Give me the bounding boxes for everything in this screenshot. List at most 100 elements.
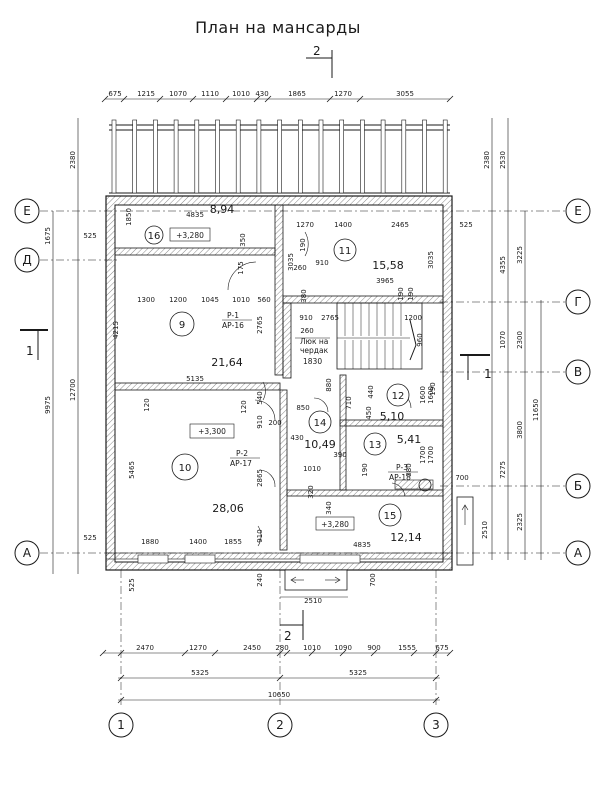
hatch-label-size: 1830 <box>303 357 322 366</box>
room-12-area: 5,10 <box>380 410 405 423</box>
axis-left-D: Д <box>22 253 31 267</box>
right-dimensions: 2380 2530 4355 1070 7275 2325 3225 2300 … <box>427 118 542 560</box>
dim-inner-960: 960 <box>416 333 424 346</box>
room-15-number: 15 <box>384 511 397 522</box>
roof-beams <box>109 119 450 194</box>
dim-inner-3965: 3965 <box>376 277 394 285</box>
dim-top-6: 430 <box>255 90 268 98</box>
dim-left-5465: 5465 <box>128 461 136 479</box>
beam <box>111 119 117 194</box>
axis-lines <box>40 210 565 705</box>
tick <box>276 674 284 682</box>
dim-inner-1600: 1600 <box>419 386 427 404</box>
dim-inner-880: 880 <box>325 378 333 391</box>
axis-right-G: Г <box>574 295 581 309</box>
tick <box>253 95 261 103</box>
dim-inner-700b: 700 <box>369 573 377 586</box>
dim-inner-710: 710 <box>345 396 353 409</box>
section-mark-left: 1 <box>20 329 48 360</box>
dim-inner-320: 320 <box>307 485 315 498</box>
dim-inner-1010: 1010 <box>232 296 250 304</box>
dim-inner-380: 380 <box>300 289 308 302</box>
axis-col-1: 1 <box>117 718 125 732</box>
dim-bottom-7: 900 <box>367 644 380 652</box>
room-11-area: 15,58 <box>372 259 404 272</box>
dim-left-4215: 4215 <box>112 321 120 339</box>
dim-left-525a: 525 <box>83 232 96 240</box>
axis-col-3: 3 <box>432 718 440 732</box>
staircase <box>336 302 423 370</box>
tick <box>264 95 272 103</box>
room-9-number: 9 <box>179 320 185 331</box>
axis-right-A: А <box>574 546 583 560</box>
rooms: 16 8,94 +3,280 11 15,58 9 21,64 12 5,10 … <box>144 203 422 544</box>
beam <box>318 119 324 194</box>
room-15-area: 12,14 <box>390 531 422 544</box>
section-mark-bottom-label: 2 <box>284 629 292 643</box>
dim-inner-910b: 910 <box>299 314 312 322</box>
beam <box>215 119 220 194</box>
dim-right-2300: 2300 <box>516 331 524 349</box>
tick <box>432 674 440 682</box>
beam <box>339 119 345 194</box>
dim-bottom-4: 280 <box>275 644 288 652</box>
section-mark-right: 1 <box>460 354 492 381</box>
dim-bottom-6: 1090 <box>334 644 352 652</box>
section-mark-bottom: 2 <box>280 610 304 643</box>
axis-left-A: А <box>23 546 32 560</box>
dim-inner-910d: 910 <box>256 529 264 542</box>
dim-inner-190c: 190 <box>429 382 437 395</box>
left-dimensions: 2380 1675 12700 9975 4215 5465 525 525 5… <box>44 118 136 592</box>
dim-left-12700: 12700 <box>69 379 77 401</box>
room-16-number: 16 <box>148 231 161 242</box>
dim-right-11650: 11650 <box>532 399 540 421</box>
hatch-label-2: чердак <box>300 346 329 355</box>
room-14-area: 10,49 <box>304 438 336 451</box>
door-mark-p2: Р-2 <box>236 449 248 458</box>
dim-bottom-8: 1555 <box>398 644 416 652</box>
dim-inner-190b: 190 <box>407 287 415 300</box>
dim-inner-2510: 2510 <box>304 597 322 605</box>
dim-inner-350: 350 <box>239 233 247 246</box>
dim-inner-850: 850 <box>296 404 309 412</box>
door-mark-p1-sub: АР-16 <box>222 321 244 330</box>
dim-inner-260b: 260 <box>300 327 313 335</box>
dim-inner-1200b: 1200 <box>404 314 422 322</box>
dim-top-7: 1865 <box>288 90 306 98</box>
dim-inner-430: 430 <box>290 434 303 442</box>
dim-top-5: 1010 <box>232 90 250 98</box>
inner-dimensions: 4835 1270 1400 2465 525 1850 350 175 910… <box>125 208 473 605</box>
room-16-level: +3,280 <box>176 231 204 240</box>
tick <box>156 95 164 103</box>
dim-right-2510: 2510 <box>481 521 489 539</box>
tick <box>222 95 230 103</box>
dim-top-9: 3055 <box>396 90 414 98</box>
dim-top-1: 675 <box>108 90 121 98</box>
dim-right-3035: 3035 <box>427 251 435 269</box>
dim-inner-260: 260 <box>293 264 306 272</box>
dim-right-2325: 2325 <box>516 513 524 531</box>
dim-top-8: 1270 <box>334 90 352 98</box>
dim-top-3: 1070 <box>169 90 187 98</box>
dim-inner-525: 525 <box>459 221 472 229</box>
dim-inner-5135: 5135 <box>186 375 204 383</box>
dim-left-525c: 525 <box>128 578 136 591</box>
dim-bottom-5: 1010 <box>303 644 321 652</box>
dim-inner-1200: 1200 <box>169 296 187 304</box>
tick <box>211 649 219 657</box>
door-mark-p1: Р-1 <box>227 311 239 320</box>
dim-inner-190a: 190 <box>397 287 405 300</box>
dim-inner-1850: 1850 <box>125 208 133 226</box>
axis-right-V: В <box>574 365 582 379</box>
dim-bottom-1: 2470 <box>136 644 154 652</box>
door-mark-p3-sub: АР-18 <box>389 473 411 482</box>
dim-inner-560: 560 <box>257 296 270 304</box>
beam <box>256 119 262 194</box>
tick <box>120 95 128 103</box>
dim-inner-2865: 2865 <box>256 469 264 487</box>
dim-inner-120: 120 <box>143 398 151 411</box>
beam <box>422 119 427 194</box>
beam <box>380 119 386 194</box>
hatch-label-1: Люк на <box>300 337 328 346</box>
dim-right-7275: 7275 <box>499 461 507 479</box>
